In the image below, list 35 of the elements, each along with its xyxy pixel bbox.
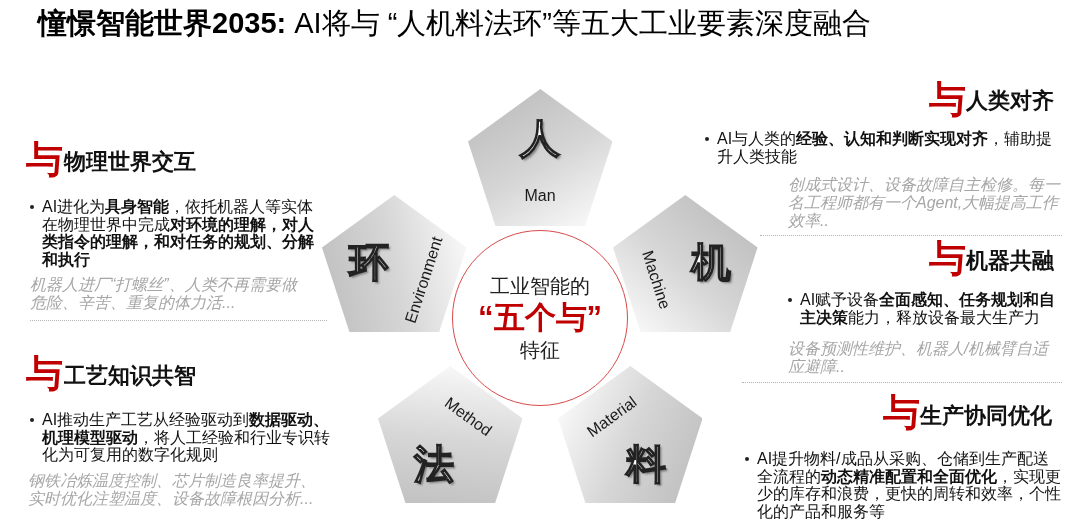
circle-highlight-text: “五个与” (478, 299, 602, 337)
section-heading: 机器共融 (966, 248, 1054, 274)
character-label: 法 (414, 441, 455, 486)
pentagon-tile (322, 194, 467, 333)
bullet-text: AI与人类的经验、认知和判断实现对齐，辅助提升人类技能 (717, 130, 1054, 165)
section-heading: 物理世界交互 (64, 149, 196, 174)
character-label: 人 (520, 116, 560, 160)
bullet-text: AI进化为具身智能，依托机器人等实体在物理世界中完成对环境的理解，对人类指令的理解，和对任务的规划、分解和执行 (42, 198, 315, 268)
english-label: Man (524, 187, 556, 205)
heading-glyph: 与 (929, 240, 966, 278)
circle-text: 特征 (520, 338, 560, 363)
example-note: 创成式设计、设备故障自主检修。每一名工程师都有一个Agent,大幅提高工作效率.. (788, 176, 1062, 230)
heading-glyph: 与 (26, 141, 63, 179)
section-heading: 工艺知识共智 (64, 363, 196, 389)
example-note: 设备预测性维护、机器人/机械臂自适应避障.. (788, 340, 1051, 376)
title: 憧憬智能世界2035: AI将与 “人机料法环”等五大工业要素深度融合 (38, 6, 871, 40)
pentagon-tile (467, 89, 613, 227)
heading-glyph: 与 (929, 81, 966, 119)
section-heading: 生产协同优化 (920, 403, 1052, 429)
character-label: 料 (625, 441, 666, 486)
pentagon-tile (377, 365, 523, 504)
circle-text: 工业智能的 (490, 274, 590, 299)
bullet-text: AI提升物料/成品从采购、仓储到生产配送全流程的动态精准配置和全面优化，实现更少的库存和浪费，更快的周转和效率，个性化的产品和服务等 (757, 450, 1061, 520)
example-note: 机器人进厂“打螺丝”、人类不再需要做危险、辛苦、重复的体力活... (30, 276, 300, 312)
character-label: 环 (348, 240, 389, 285)
bullet-text: AI推动生产工艺从经验驱动到数据驱动、机理模型驱动，将人工经验和行业专识转化为可复用的数字化规则 (42, 411, 331, 464)
heading-glyph: 与 (883, 394, 920, 432)
character-label: 机 (691, 240, 732, 285)
bullet-text: AI赋予设备全面感知、任务规划和自主决策能力，释放设备最大生产力 (800, 291, 1057, 326)
example-note: 钢铁冶炼温度控制、芯片制造良率提升、实时优化注塑温度、设备故障根因分析... (28, 472, 317, 508)
pentagon-tile (557, 365, 703, 504)
section-heading: 人类对齐 (966, 88, 1054, 113)
pentagon-tile (613, 194, 758, 333)
heading-glyph: 与 (26, 355, 63, 393)
english-label: Machine (638, 248, 674, 312)
